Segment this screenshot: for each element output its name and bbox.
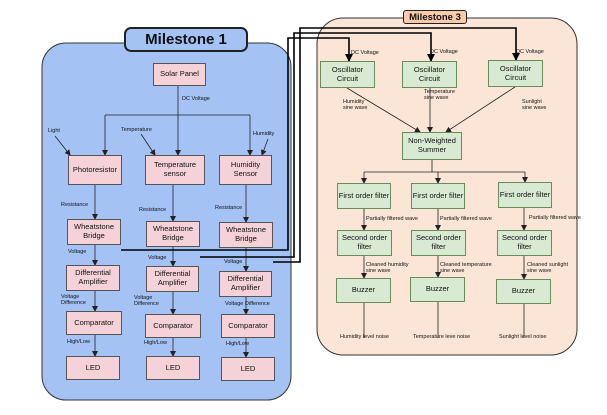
differential-amplifier-block-1: Differential Amplifier	[66, 265, 120, 291]
second-order-filter-block-3: Second order filter	[497, 230, 552, 256]
partially-filtered-label-3: Partially filtered wave	[529, 215, 581, 221]
oscillator-circuit-block-1: Oscillator Circuit	[320, 61, 375, 88]
temperature-input-label: Temperature	[121, 127, 152, 133]
oscillator-circuit-block-3: Oscillator Circuit	[488, 60, 543, 87]
first-order-filter-block-3: First order filter	[498, 182, 552, 208]
comparator-block-2: Comparator	[145, 314, 201, 338]
sunlight-noise-label: Sunlight level noise	[499, 334, 547, 340]
voltage-label-2: Voltage	[148, 255, 167, 261]
differential-amplifier-block-2: Differential Amplifier	[146, 266, 199, 292]
partially-filtered-label-2: Partially filtered wave	[440, 216, 492, 222]
wheatstone-bridge-block-2: Wheatstone Bridge	[146, 221, 200, 247]
first-order-filter-block-1: First order filter	[337, 183, 391, 209]
milestone1-title: Milestone 1	[124, 27, 248, 52]
second-order-filter-block-1: Second order filter	[337, 230, 392, 256]
cleaned-temperature-label: Cleaned temperature sine wave	[440, 262, 492, 275]
m3-dc-voltage-label-1: DC Voltage	[351, 50, 379, 56]
solar-panel-block: Solar Panel	[153, 63, 206, 86]
high-low-label-2: High/Low	[144, 340, 167, 346]
led-block-2: LED	[146, 356, 200, 380]
led-block-1: LED	[66, 356, 120, 380]
oscillator-circuit-block-2: Oscillator Circuit	[402, 61, 457, 88]
buzzer-block-1: Buzzer	[336, 278, 391, 303]
voltage-difference-label-2: Voltage Difference	[134, 295, 159, 308]
m3-dc-voltage-label-3: DC Voltage	[516, 49, 544, 55]
connector-25	[445, 86, 516, 133]
m1-dc-voltage-label: DC Voltage	[182, 96, 210, 102]
light-input-label: Light	[48, 128, 60, 134]
voltage-label-1: Voltage	[68, 249, 87, 255]
buzzer-block-3: Buzzer	[496, 279, 551, 304]
voltage-difference-label-3: Voltage Difference	[225, 301, 270, 307]
partially-filtered-label-1: Partially filtered wave	[366, 216, 418, 222]
milestone3-title: Milestone 3	[403, 10, 467, 24]
non-weighted-summer-block: Non-Weighted Summer	[402, 132, 462, 160]
voltage-label-3: Voltage	[224, 259, 243, 265]
differential-amplifier-block-3: Differential Amplifier	[219, 271, 272, 297]
voltage-difference-label-1: Voltage Difference	[61, 294, 86, 307]
buzzer-block-2: Buzzer	[410, 277, 465, 302]
resistance-label-1: Resistance	[61, 202, 89, 208]
sunlight-sine-wave-label: Sunlight sine wave	[522, 99, 547, 112]
wheatstone-bridge-block-1: Wheatstone Bridge	[67, 219, 121, 245]
connector-22	[273, 27, 520, 263]
first-order-filter-block-2: First order filter	[411, 183, 465, 209]
high-low-label-3: High/Low	[226, 341, 249, 347]
m3-dc-voltage-label-2: DC Voltage	[430, 49, 458, 55]
second-order-filter-block-2: Second order filter	[411, 230, 466, 256]
comparator-block-3: Comparator	[221, 314, 275, 338]
wheatstone-bridge-block-3: Wheatstone Bridge	[219, 222, 273, 248]
connector-23	[346, 87, 421, 133]
humidity-sensor-block: Humidity Sensor	[219, 155, 272, 185]
temperature-sine-wave-label: Temperature sine wave	[424, 89, 455, 102]
humidity-sine-wave-label: Humidity sine wave	[343, 99, 368, 112]
connector-7	[260, 138, 269, 156]
connector-21	[200, 32, 435, 258]
connector-5	[54, 135, 71, 156]
connector-6	[140, 133, 156, 156]
temperature-noise-label: Temperature leve noise	[413, 334, 471, 340]
photoresistor-block: Photoresistor	[68, 155, 122, 185]
resistance-label-2: Resistance	[139, 207, 167, 213]
led-block-3: LED	[221, 357, 275, 381]
cleaned-humidity-label: Cleaned humidity sine wave	[366, 262, 409, 275]
temperature-sensor-block: Temperature sensor	[145, 155, 205, 185]
high-low-label-1: High/Low	[67, 339, 90, 345]
connector-20	[121, 37, 353, 251]
cleaned-sunlight-label: Cleaned sunlight sine wave	[527, 262, 568, 275]
humidity-input-label: Humidity	[253, 131, 275, 137]
resistance-label-3: Resistance	[215, 205, 243, 211]
comparator-block-1: Comparator	[66, 311, 122, 335]
humidity-noise-label: Humidity level noise	[340, 334, 389, 340]
